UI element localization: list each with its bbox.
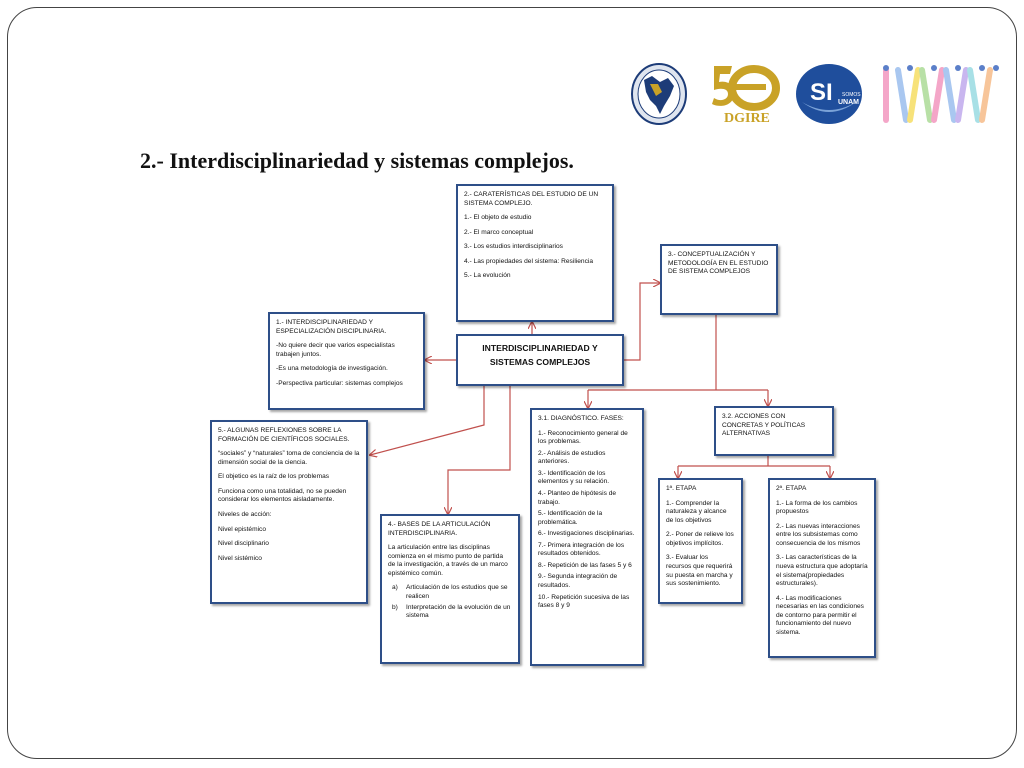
box-diagnostico-line: 5.- Identificación de la problemática. [538,510,603,526]
box-diagnostico-line: 4.- Planteo de hipótesis de trabajo. [538,489,617,506]
box-conceptualizacion: 3.- CONCEPTUALIZACIÓN Y METODOLOGÍA EN E… [660,244,778,315]
box-etapa1-line: 1.- Comprender la naturaleza y alcance d… [666,499,727,524]
si-unam-text: UNAM [838,99,859,106]
box-diagnostico-line: 7.- Primera integración de los resultado… [538,541,625,558]
box-acciones-head: 3.2. ACCIONES CON CONCRETAS Y POLÍTICAS … [722,413,806,438]
box-reflexiones-line: Nivel sistémico [218,554,262,562]
box-interdisciplinariedad: 1.- INTERDISCIPLINARIEDAD Y ESPECIALIZAC… [268,312,425,410]
box-etapa2-line: 4.- Las modificaciones necesarias en las… [776,594,864,636]
box-interdisciplinariedad-line: -Perspectiva particular: sistemas comple… [276,379,403,387]
box-bases-list: a) Articulación de los estudios que se r… [388,584,512,620]
box-etapa2: 2ª. ETAPA 1.- La forma de los cambios pr… [768,478,876,658]
unam-seal-icon [631,63,687,125]
box-diagnostico-line: 2.- Análisis de estudios anteriores. [538,449,606,466]
logo-strip: DGIRE SI SOMOS UNAM [630,58,1005,130]
box-etapa1: 1ª. ETAPA 1.- Comprender la naturaleza y… [658,478,743,604]
box-conceptualizacion-head: 3.- CONCEPTUALIZACIÓN Y METODOLOGÍA EN E… [668,251,769,276]
box-diagnostico-line: 9.- Segunda integración de resultados. [538,573,618,589]
si-unam-logo: SI SOMOS UNAM [796,64,862,124]
box-bases-item-label: a) [392,584,398,592]
box-caracteristicas-line: 2.- El marco conceptual [464,228,534,236]
box-etapa2-head: 2ª. ETAPA [776,485,807,492]
box-acciones: 3.2. ACCIONES CON CONCRETAS Y POLÍTICAS … [714,406,834,456]
box-etapa1-head: 1ª. ETAPA [666,485,697,492]
box-diagnostico-head: 3.1. DIAGNÓSTICO. FASES: [538,415,624,422]
dgire-logo: DGIRE [712,65,780,126]
box-bases-item: b) Interpretación de la evolución de un … [388,604,512,621]
box-diagnostico-line: 10.- Repetición sucesiva de las fases 8 … [538,593,630,610]
box-etapa2-line: 2.- Las nuevas interacciones entre los s… [776,522,861,547]
central-topic: INTERDISCIPLINARIEDAD Y SISTEMAS COMPLEJ… [456,334,624,386]
si-text: SI [810,79,833,106]
box-bases-body: La articulación entre las disciplinas co… [388,544,508,577]
box-caracteristicas-line: 4.- Las propiedades del sistema: Resilie… [464,257,594,265]
box-etapa1-line: 3.- Evaluar los recursos que requerirá s… [666,554,733,588]
colored-stripes-logo [883,65,999,123]
box-diagnostico-line: 3.- Identificación de los elementos y su… [538,469,610,486]
box-reflexiones-line: Nivel disciplinario [218,540,269,548]
box-caracteristicas-line: 5.- La evolución [464,272,511,280]
box-caracteristicas-head: 2.- CARATERÍSTICAS DEL ESTUDIO DE UN SIS… [464,191,599,207]
box-reflexiones-head: 5.- ALGUNAS REFLEXIONES SOBRE LA FORMACI… [218,427,350,443]
box-interdisciplinariedad-head: 1.- INTERDISCIPLINARIEDAD Y ESPECIALIZAC… [276,319,387,335]
connector-central-box5 [370,386,485,455]
box-interdisciplinariedad-line: -Es una metodología de investigación. [276,365,388,373]
box-bases-head: 4.- BASES DE LA ARTICULACIÓN INTERDISCIP… [388,521,491,537]
box-etapa1-line: 2.- Poner de relieve los objetivos implí… [666,531,734,547]
slide-title: 2.- Interdisciplinariedad y sistemas com… [140,148,574,173]
box-bases-item-label: b) [392,603,398,611]
box-reflexiones-line: “sociales” y “naturales” toma de concien… [218,450,360,466]
box-reflexiones-line: Nivel epistémico [218,525,267,533]
box-bases: 4.- BASES DE LA ARTICULACIÓN INTERDISCIP… [380,514,520,664]
box-diagnostico: 3.1. DIAGNÓSTICO. FASES: 1.- Reconocimie… [530,408,644,666]
box-caracteristicas: 2.- CARATERÍSTICAS DEL ESTUDIO DE UN SIS… [456,184,614,322]
box-caracteristicas-line: 3.- Los estudios interdisciplinarios [464,243,563,251]
box-etapa2-line: 3.- Las características de la nueva estr… [776,554,868,588]
connector-central-box4 [448,386,511,514]
box-bases-item-text: Interpretación de la evolución de un sis… [406,603,511,620]
box-diagnostico-line: 6.- Investigaciones disciplinarias. [538,530,635,538]
connector-central-box3 [624,283,660,361]
si-somos-text: SOMOS [842,92,861,98]
box-diagnostico-line: 1.- Reconocimiento general de los proble… [538,429,628,446]
box-reflexiones-line: El objetico es la raíz de los problemas [218,473,330,481]
box-diagnostico-line: 8.- Repetición de las fases 5 y 6 [538,561,632,569]
box-bases-item: a) Articulación de los estudios que se r… [388,584,512,601]
box-interdisciplinariedad-line: -No quiere decir que varios especialista… [276,342,395,358]
box-reflexiones-line: Niveles de acción: [218,510,272,518]
box-reflexiones: 5.- ALGUNAS REFLEXIONES SOBRE LA FORMACI… [210,420,368,604]
box-reflexiones-line: Funciona como una totalidad, no se puede… [218,487,347,504]
box-caracteristicas-line: 1.- El objeto de estudio [464,214,532,222]
box-etapa2-line: 1.- La forma de los cambios propuestos [776,499,858,516]
dgire-text: DGIRE [724,111,770,126]
box-bases-item-text: Articulación de los estudios que se real… [406,584,508,600]
